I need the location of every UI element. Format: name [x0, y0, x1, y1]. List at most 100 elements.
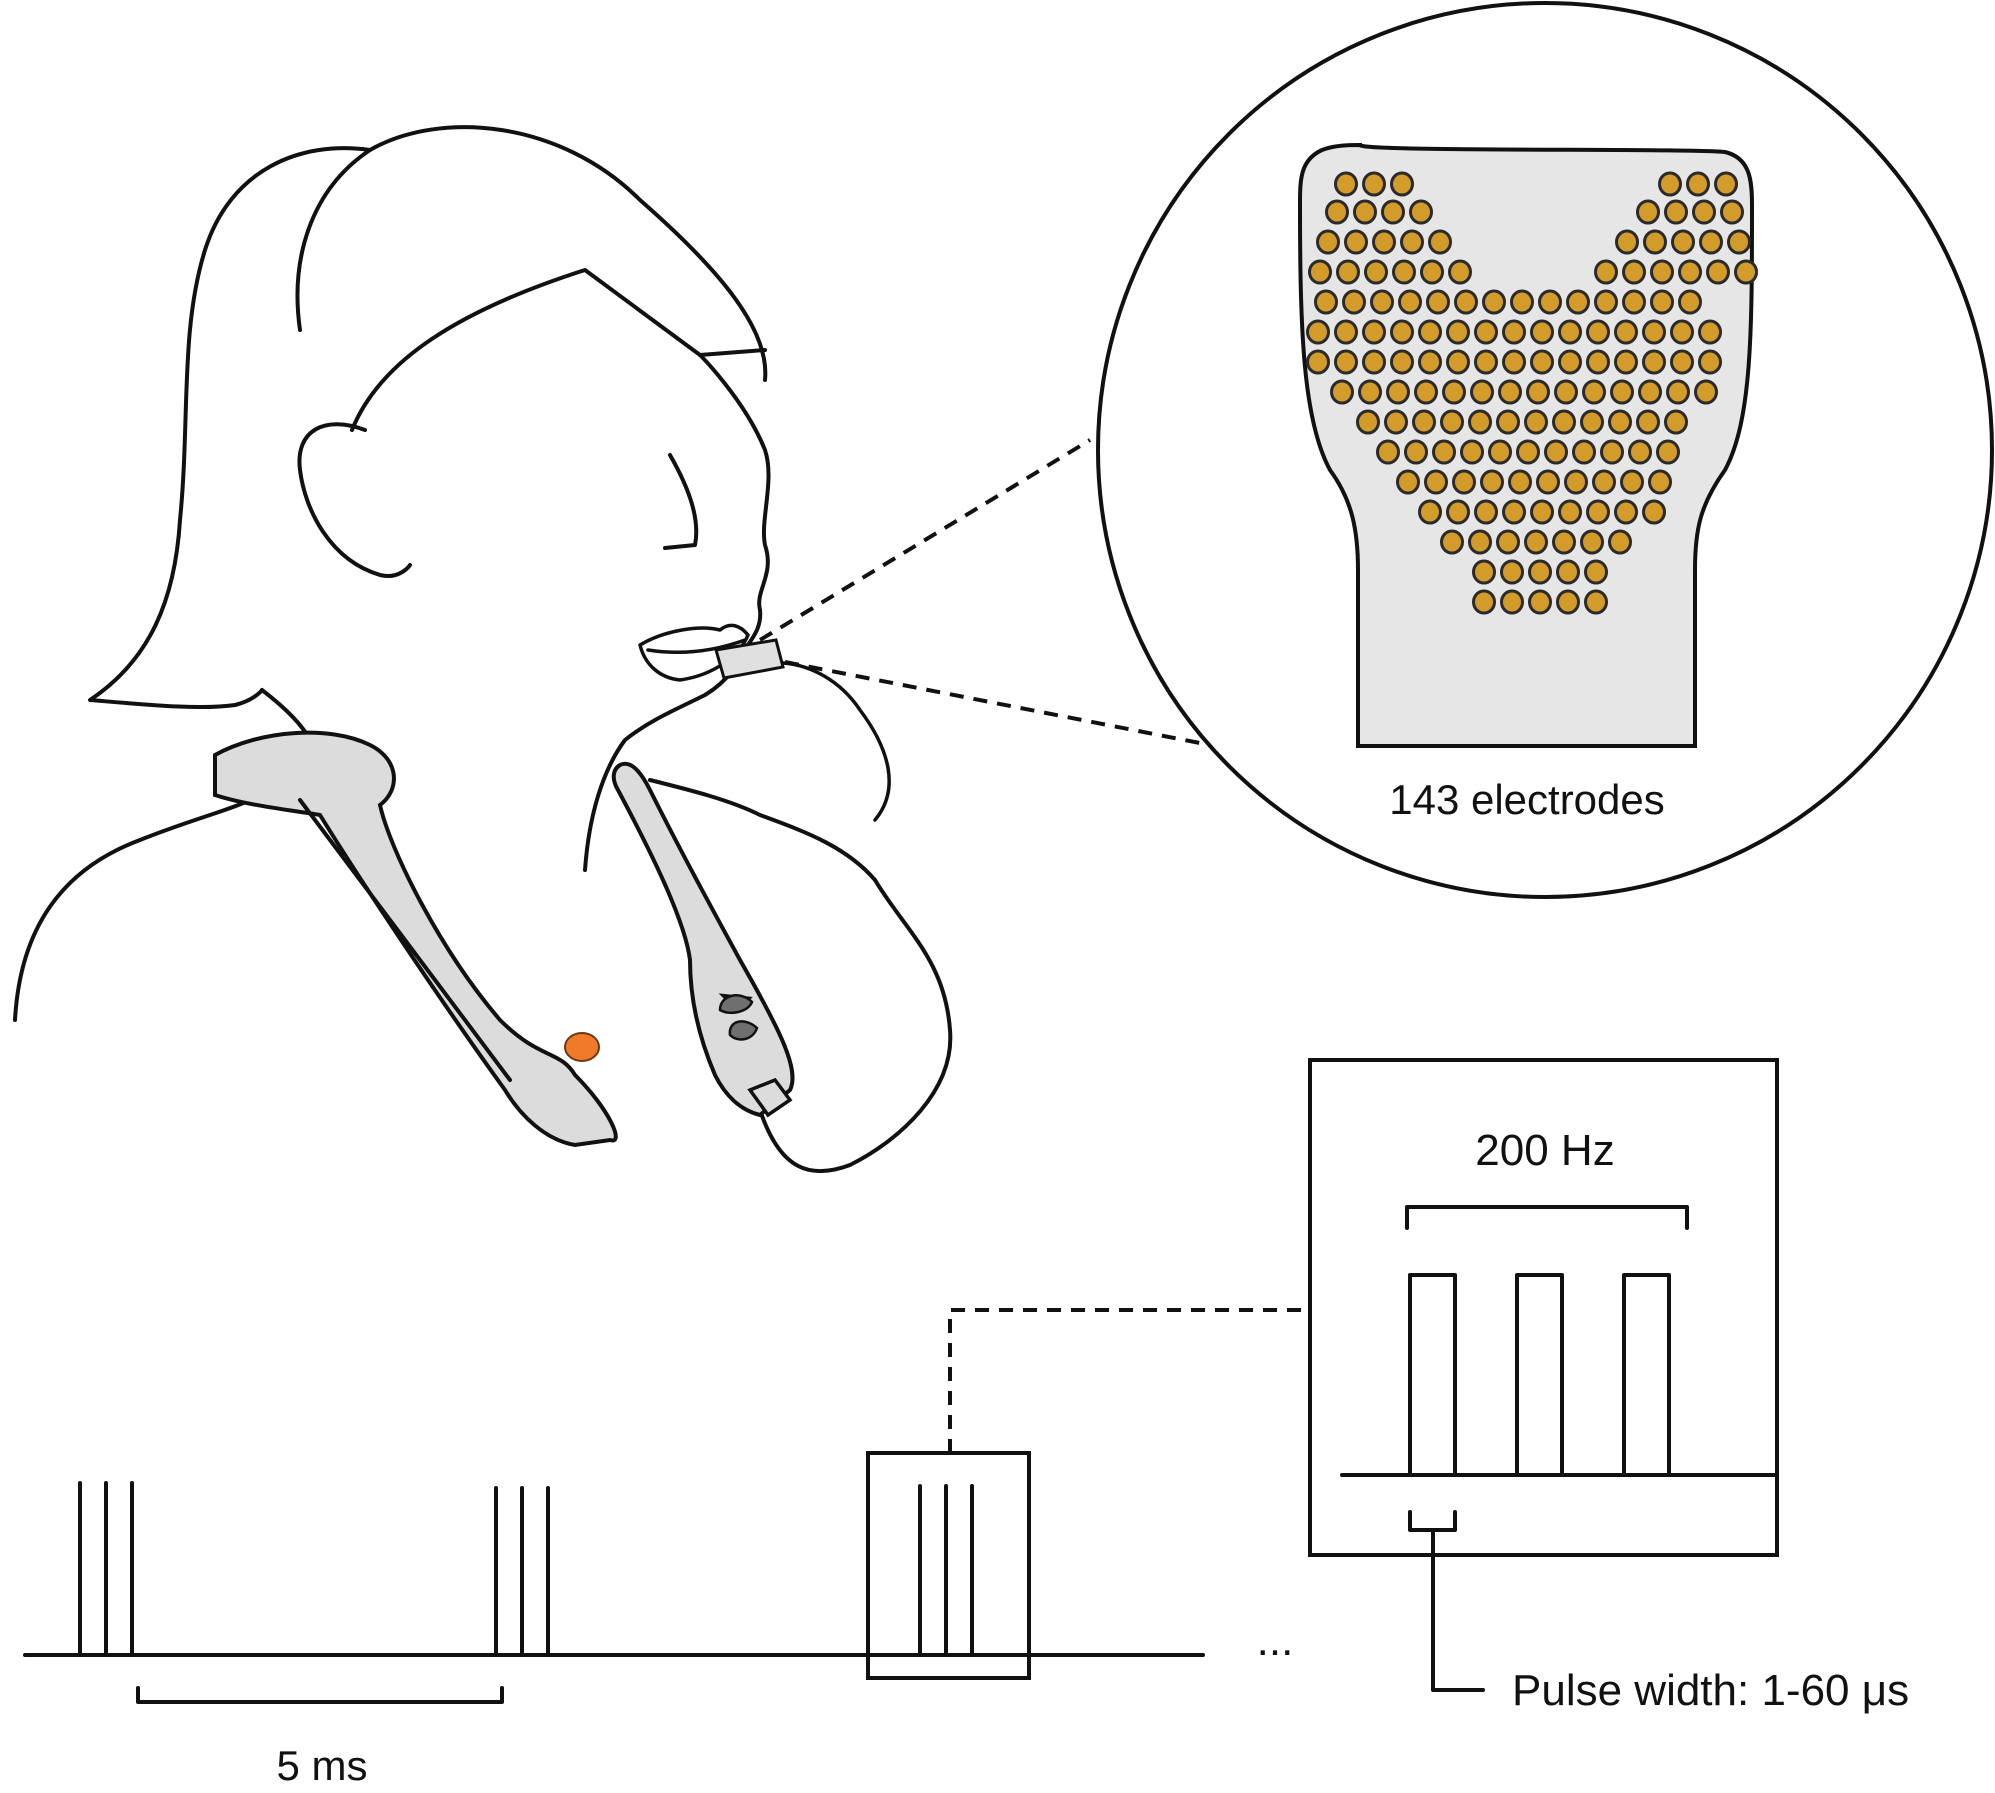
tongue-array-strip [714, 638, 785, 680]
continuation-ellipsis: ... [1257, 1616, 1294, 1665]
electrode [1482, 289, 1506, 315]
electrode [1608, 529, 1632, 555]
mouth-cable [781, 661, 891, 822]
electrode [1524, 409, 1548, 435]
electrode [1358, 379, 1382, 405]
electrode [1472, 559, 1496, 585]
electrode [1526, 379, 1550, 405]
pulse-width-label: Pulse width: 1-60 μs [1512, 1666, 1909, 1715]
person-illustration [13, 125, 953, 1174]
electrode-count-label: 143 electrodes [1389, 776, 1665, 823]
electrode [1362, 319, 1386, 345]
electrode [1508, 469, 1532, 495]
electrode [1694, 379, 1718, 405]
up-button-shape [718, 994, 754, 1014]
electrode [1446, 499, 1470, 525]
electrode [1699, 229, 1723, 255]
electrode [1528, 589, 1552, 615]
down-button [728, 1020, 759, 1041]
electrode [1586, 499, 1610, 525]
electrode [1372, 229, 1396, 255]
electrode [1432, 439, 1456, 465]
electrode [1638, 379, 1662, 405]
electrode [1636, 199, 1660, 225]
electrode [1678, 259, 1702, 285]
chest-line-right [758, 878, 953, 1174]
lip-line [646, 638, 747, 655]
electrode [1656, 439, 1680, 465]
electrode [1488, 439, 1512, 465]
electrode [1316, 229, 1340, 255]
electrode [1510, 289, 1534, 315]
electrode [1353, 199, 1377, 225]
electrode [1448, 259, 1472, 285]
electrode [1642, 499, 1666, 525]
electrode [1530, 499, 1554, 525]
electrode [1552, 529, 1576, 555]
neck-device [213, 661, 891, 1148]
electrode [1608, 409, 1632, 435]
ear [297, 422, 412, 579]
ponytail [88, 146, 372, 710]
electrode [1414, 379, 1438, 405]
electrode [1442, 379, 1466, 405]
electrode [1418, 499, 1442, 525]
electrode [1698, 349, 1722, 375]
indicator-light [564, 1032, 600, 1062]
electrode [1584, 589, 1608, 615]
electrode-dots [1306, 171, 1758, 615]
electrode [1692, 199, 1716, 225]
electrode [1392, 259, 1416, 285]
electrode [1496, 409, 1520, 435]
electrode [1424, 469, 1448, 495]
electrode [1498, 379, 1522, 405]
electrode [1446, 319, 1470, 345]
electrode [1664, 199, 1688, 225]
electrode [1468, 529, 1492, 555]
electrode [1586, 349, 1610, 375]
face-profile [583, 353, 771, 872]
electrode [1720, 199, 1744, 225]
electrode [1594, 289, 1618, 315]
electrode [1648, 469, 1672, 495]
electrode [1594, 259, 1618, 285]
electrode [1706, 259, 1730, 285]
electrode [1615, 229, 1639, 255]
detail-pulse2 [1515, 1273, 1564, 1477]
electrode [1502, 349, 1526, 375]
electrode [1325, 199, 1349, 225]
electrode [1404, 439, 1428, 465]
electrode [1686, 171, 1710, 197]
electrode [1566, 289, 1590, 315]
electrode [1334, 171, 1358, 197]
electrode [1558, 319, 1582, 345]
electrode [1698, 319, 1722, 345]
electrode [1516, 439, 1540, 465]
electrode [1556, 589, 1580, 615]
electrode [1558, 499, 1582, 525]
electrode [1734, 259, 1758, 285]
chest-line-left [648, 778, 877, 882]
electrode [1670, 319, 1694, 345]
electrode [1600, 439, 1624, 465]
electrode [1308, 259, 1332, 285]
electrode [1384, 409, 1408, 435]
detail-pulse3 [1622, 1273, 1671, 1477]
electrode [1552, 409, 1576, 435]
electrode [1580, 529, 1604, 555]
electrode [1664, 409, 1688, 435]
electrode [1564, 469, 1588, 495]
electrode [1592, 469, 1616, 495]
zoom-line-top [758, 438, 1092, 642]
electrode [1480, 469, 1504, 495]
electrode [1468, 409, 1492, 435]
electrode [1306, 349, 1330, 375]
electrode [1470, 379, 1494, 405]
electrode [1344, 229, 1368, 255]
electrode [1440, 529, 1464, 555]
electrode [1622, 259, 1646, 285]
electrode [1636, 409, 1660, 435]
electrode [1538, 289, 1562, 315]
electrode [1622, 289, 1646, 315]
